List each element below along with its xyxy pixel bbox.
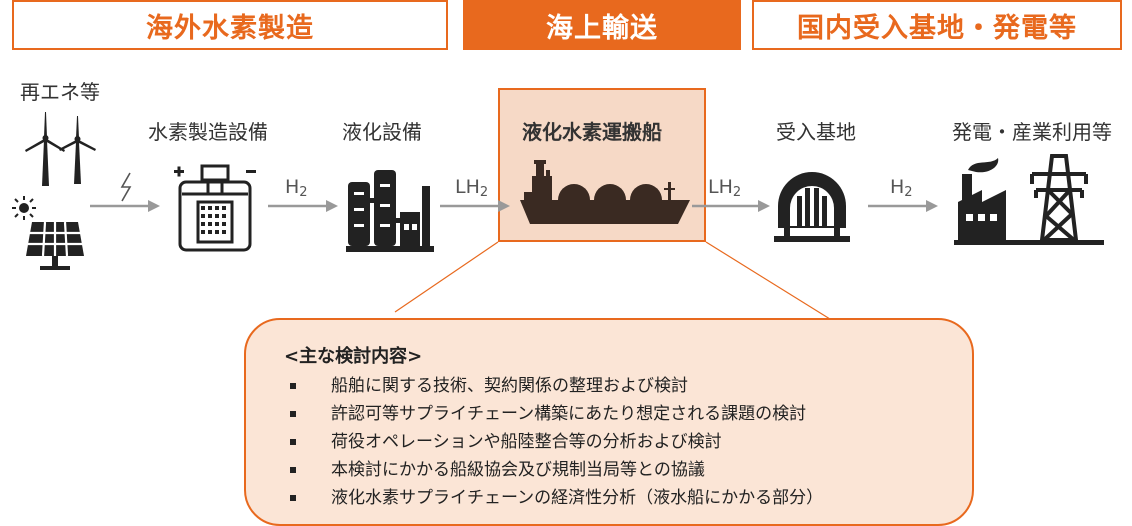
- flow-label-h2-1: H2: [285, 176, 308, 200]
- list-item: 液化水素サプライチェーンの経済性分析（液水船にかかる部分）: [284, 484, 972, 512]
- header-marine-transport: 海上輸送: [463, 0, 741, 50]
- lightning-icon: [120, 172, 132, 202]
- list-item: 許認可等サプライチェーン構築にあたり想定される課題の検討: [284, 400, 972, 428]
- label-hydrogen-production: 水素製造設備: [148, 120, 268, 144]
- storage-tank-icon: [774, 172, 850, 242]
- study-items-title: <主な検討内容>: [284, 346, 423, 367]
- header-overseas-label: 海外水素製造: [146, 12, 314, 44]
- electrolyzer-icon: [174, 164, 256, 252]
- arrow-production-to-liquefaction: [268, 200, 338, 212]
- arrow-liquefaction-to-carrier: [440, 200, 510, 212]
- header-domestic-label: 国内受入基地・発電等: [797, 12, 1077, 44]
- flow-label-h2-2: H2: [890, 176, 913, 200]
- header-domestic-terminal: 国内受入基地・発電等: [752, 0, 1122, 50]
- study-items-list: 船舶に関する技術、契約関係の整理および検討 許認可等サプライチェーン構築にあたり…: [284, 372, 972, 512]
- arrow-carrier-to-terminal: [692, 200, 770, 212]
- lh2-carrier-ship-icon: [520, 160, 690, 224]
- flow-label-lh2-1: LH2: [455, 176, 489, 200]
- wind-turbine-icon: [25, 112, 96, 186]
- arrow-renewables-to-production: [90, 200, 160, 212]
- flow-label-lh2-2: LH2: [708, 176, 742, 200]
- label-receiving-terminal: 受入基地: [776, 120, 856, 144]
- list-item: 荷役オペレーションや船陸整合等の分析および検討: [284, 428, 972, 456]
- liquefaction-plant-icon: [346, 170, 434, 252]
- study-items-callout: <主な検討内容> 船舶に関する技術、契約関係の整理および検討 許認可等サプライチ…: [244, 318, 974, 526]
- power-plant-icon: [954, 154, 1104, 245]
- label-renewables: 再エネ等: [20, 80, 100, 104]
- label-lh2-carrier: 液化水素運搬船: [522, 120, 662, 144]
- header-overseas-production: 海外水素製造: [12, 0, 448, 50]
- label-liquefaction: 液化設備: [342, 120, 422, 144]
- arrow-terminal-to-power: [868, 200, 938, 212]
- list-item: 本検討にかかる船級協会及び規制当局等との協議: [284, 456, 972, 484]
- solar-panel-icon: [12, 196, 84, 270]
- header-marine-label: 海上輸送: [546, 12, 658, 44]
- label-power-generation: 発電・産業利用等: [952, 120, 1112, 144]
- list-item: 船舶に関する技術、契約関係の整理および検討: [284, 372, 972, 400]
